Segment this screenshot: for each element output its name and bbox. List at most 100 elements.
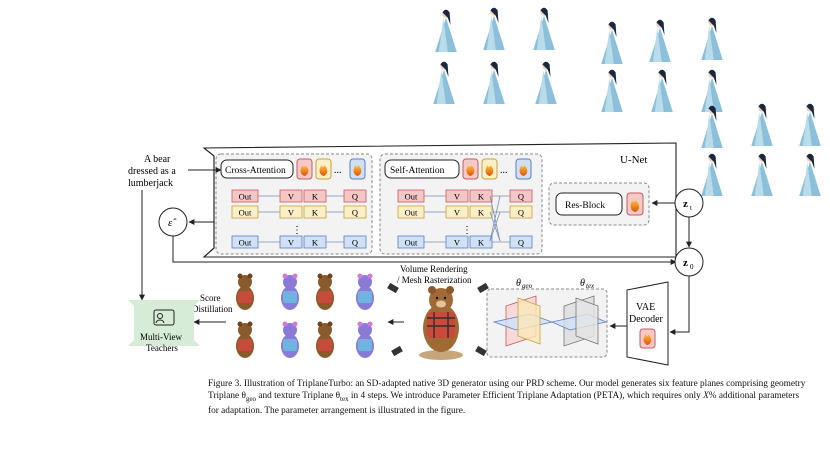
svg-text:A bear: A bear [144, 154, 171, 165]
fire-icon [349, 158, 366, 180]
cross-v-label: V [288, 192, 295, 202]
cross-k-label: K [312, 192, 319, 202]
self-q-label: Q [518, 238, 524, 248]
fire-icon [481, 158, 498, 180]
mesh-rasterization-label: / Mesh Rasterization [397, 275, 472, 285]
princess-render [701, 17, 723, 60]
rgb-view [316, 273, 334, 310]
res-block-label: Res-Block [565, 201, 605, 211]
caption-rest2: % additional parameters for adaptation. … [208, 391, 800, 417]
fire-icon [626, 192, 644, 216]
zt-sub: t [690, 204, 692, 212]
self-k-label: K [478, 192, 485, 202]
fire-icon [296, 158, 313, 180]
multi-view-label: Multi-View [140, 332, 182, 342]
self-out-cell [397, 205, 425, 219]
cross-k-label: K [312, 208, 319, 218]
princess-render [799, 153, 821, 196]
vdots: ⋮ [292, 225, 302, 236]
self-k-cell [469, 235, 493, 249]
self-out-cell [397, 189, 425, 203]
geometry-triplane [492, 295, 554, 347]
svg-text:dressed as a: dressed as a [128, 166, 176, 177]
cross-out-cell [231, 235, 259, 249]
caption-tex-sub: tex [340, 395, 349, 404]
self-out-label: Out [405, 208, 418, 218]
distillation-label: Distillation [192, 304, 233, 314]
princess-render [701, 105, 723, 148]
princess-render [533, 7, 555, 51]
zt-node [674, 188, 704, 218]
res-block-box [555, 192, 623, 216]
princess-render [751, 153, 773, 196]
self-q-cell [509, 205, 533, 219]
princess-render [751, 103, 773, 146]
epsilon-to-z0-arrow [172, 236, 677, 265]
self-k-cell [469, 205, 493, 219]
cross-q-cell [343, 189, 367, 203]
z0-label: z [683, 257, 688, 269]
cross-out-label: Out [239, 238, 252, 248]
cross-k-cell [303, 235, 327, 249]
cross-q-label: Q [352, 238, 358, 248]
decoder-label: Decoder [629, 314, 664, 325]
cross-k-cell [303, 205, 327, 219]
caption-x: X [703, 391, 709, 402]
caption-rest1: in 4 steps. We introduce Parameter Effic… [348, 391, 704, 402]
self-v-cell [445, 205, 469, 219]
cross-attention-panel [215, 153, 373, 255]
fire-icon [515, 158, 532, 180]
self-attention-cross-links [489, 195, 501, 242]
ellipsis: ... [334, 165, 342, 176]
princess-render [701, 69, 723, 112]
fire-icon [639, 328, 656, 349]
rgb-view [236, 273, 254, 310]
figure-caption: Figure 3. Illustration of TriplaneTurbo:… [208, 378, 808, 417]
self-k-cell [469, 189, 493, 203]
multi-view-princess-renders [433, 7, 821, 196]
cross-v-cell [279, 205, 303, 219]
princess-render [483, 7, 505, 51]
epsilon-node [158, 207, 188, 237]
princess-render [649, 19, 671, 62]
self-v-label: V [454, 208, 461, 218]
cross-v-cell [279, 189, 303, 203]
method-figure: U-Net Cross-Attention ... Self-Attention… [128, 7, 821, 366]
princess-render [701, 153, 723, 196]
text-prompt: A bear dressed as a lumberjack [128, 154, 176, 189]
cross-attention-label: Cross-Attention [225, 166, 286, 176]
self-v-cell [445, 189, 469, 203]
self-out-label: Out [405, 238, 418, 248]
princess-render [601, 69, 623, 112]
score-label: Score [200, 293, 221, 303]
self-attention-panel [379, 153, 543, 255]
self-v-label: V [454, 238, 461, 248]
cross-out-label: Out [239, 208, 252, 218]
self-v-label: V [454, 192, 461, 202]
cross-q-cell [343, 235, 367, 249]
cross-v-label: V [288, 208, 295, 218]
fire-icon [462, 158, 479, 180]
vae-label: VAE [636, 302, 655, 313]
theta-tex-label: θ [580, 278, 585, 289]
self-q-label: Q [518, 208, 524, 218]
caption-mid: and texture Triplane θ [256, 391, 341, 402]
teacher-icon [153, 309, 175, 326]
normal-map-view [356, 321, 374, 358]
self-attention-box [384, 159, 460, 179]
lumberjack-bear-render [419, 286, 463, 360]
z0-sub: 0 [690, 263, 694, 271]
princess-render [651, 69, 673, 112]
cross-q-label: Q [352, 208, 358, 218]
teachers-label: Teachers [146, 343, 178, 353]
texture-triplane [550, 295, 608, 347]
z0-node [674, 247, 704, 277]
zt-label: z [683, 198, 688, 210]
svg-text:lumberjack: lumberjack [128, 178, 173, 189]
self-k-label: K [478, 208, 485, 218]
princess-render [799, 103, 821, 146]
cross-k-cell [303, 189, 327, 203]
princess-render [483, 61, 505, 104]
princess-render [435, 9, 457, 52]
